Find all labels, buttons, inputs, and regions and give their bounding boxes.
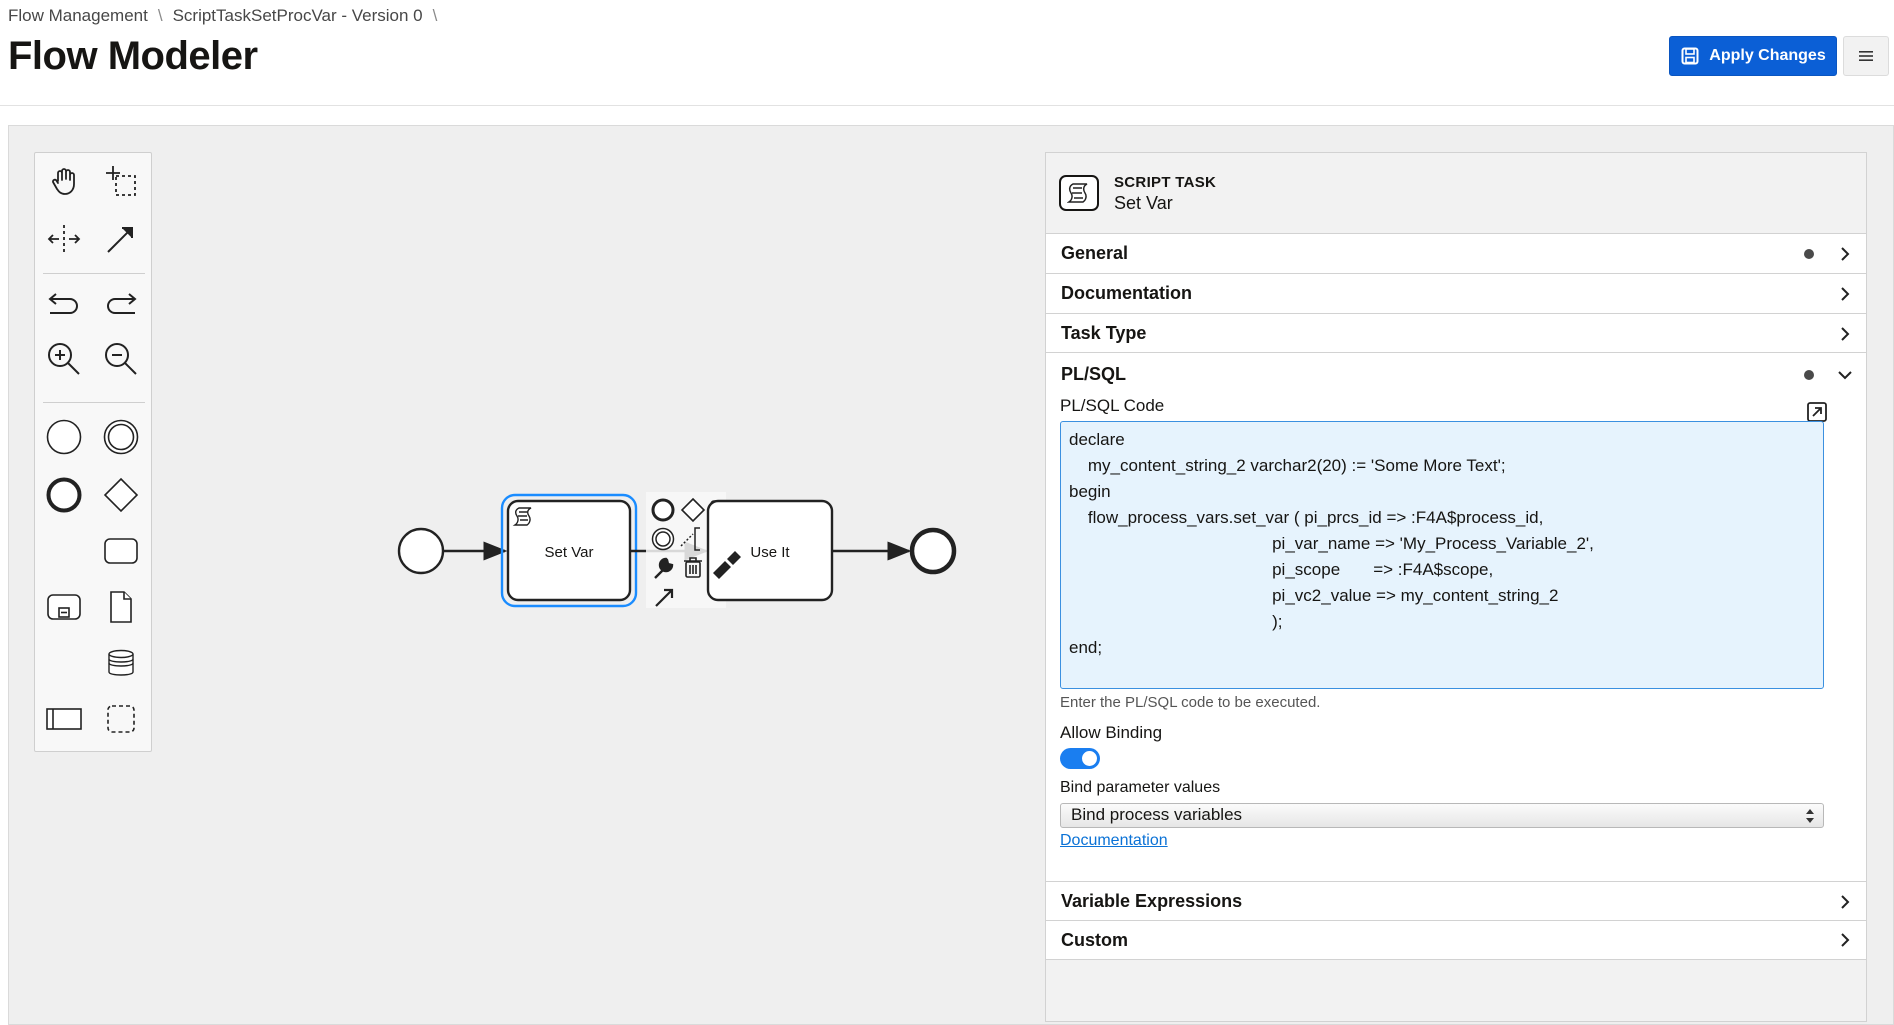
group-general-title: General xyxy=(1061,243,1129,263)
group-plsql[interactable]: PL/SQL xyxy=(1046,352,1866,396)
group-variable-expressions[interactable]: Variable Expressions xyxy=(1046,881,1866,921)
properties-header: SCRIPT TASK Set Var xyxy=(1046,153,1866,233)
task-use-it-label: Use It xyxy=(750,544,790,561)
append-end-event-icon[interactable] xyxy=(651,498,675,522)
palette-separator xyxy=(43,273,145,274)
participant-icon[interactable] xyxy=(44,699,84,739)
group-general[interactable]: General xyxy=(1046,233,1866,273)
group-custom-title: Custom xyxy=(1061,929,1128,950)
bind-params-selected-value: Bind process variables xyxy=(1071,805,1243,824)
documentation-link[interactable]: Documentation xyxy=(1060,832,1168,849)
has-entries-indicator xyxy=(1804,369,1814,380)
chevron-right-icon xyxy=(1841,894,1850,909)
breadcrumb-separator: \ xyxy=(157,6,163,25)
allow-binding-toggle[interactable] xyxy=(1060,748,1100,769)
chevron-right-icon xyxy=(1841,286,1850,301)
save-icon xyxy=(1681,47,1699,65)
data-store-icon[interactable] xyxy=(101,643,141,683)
page-header: Flow Management \ ScriptTaskSetProcVar - V… xyxy=(0,0,1894,106)
apply-changes-button[interactable]: Apply Changes xyxy=(1669,36,1837,76)
breadcrumb: Flow Management \ ScriptTaskSetProcVar - V… xyxy=(8,6,447,26)
tool-palette xyxy=(34,152,152,752)
zoom-out-icon[interactable] xyxy=(101,339,141,379)
group-icon[interactable] xyxy=(101,699,141,739)
plsql-help-text: Enter the PL/SQL code to be executed. xyxy=(1060,694,1321,711)
breadcrumb-separator: \ xyxy=(432,6,438,25)
zoom-in-icon[interactable] xyxy=(44,339,84,379)
select-arrows-icon xyxy=(1806,809,1814,823)
connect-tool-icon[interactable] xyxy=(101,219,141,259)
actions-menu-button[interactable] xyxy=(1843,36,1889,76)
group-plsql-title: PL/SQL xyxy=(1061,364,1127,384)
subprocess-icon[interactable] xyxy=(44,587,84,627)
toggle-knob xyxy=(1082,751,1097,766)
start-event[interactable] xyxy=(397,527,445,575)
script-icon xyxy=(512,507,532,526)
redo-icon[interactable] xyxy=(101,283,141,323)
connect-icon[interactable] xyxy=(655,588,674,607)
trash-icon[interactable] xyxy=(684,557,702,578)
group-documentation-title: Documentation xyxy=(1061,283,1193,303)
allow-binding-label: Allow Binding xyxy=(1060,723,1163,742)
script-task-icon xyxy=(1059,175,1099,211)
text-annotation-icon[interactable] xyxy=(680,527,700,551)
has-entries-indicator xyxy=(1804,248,1814,259)
bpmn-diagram: Set Var Use It xyxy=(397,492,957,608)
element-type: SCRIPT TASK xyxy=(1114,174,1217,191)
palette-separator xyxy=(43,402,145,403)
group-variable-expressions-title: Variable Expressions xyxy=(1061,891,1243,911)
breadcrumb-item-diagram[interactable]: ScriptTaskSetProcVar - Version 0 xyxy=(172,6,423,25)
group-task-type[interactable]: Task Type xyxy=(1046,313,1866,353)
apply-changes-label: Apply Changes xyxy=(1709,47,1826,64)
hamburger-icon xyxy=(1859,51,1873,61)
breadcrumb-item-flow-management[interactable]: Flow Management xyxy=(8,6,148,25)
start-event-icon[interactable] xyxy=(44,417,84,457)
gateway-icon[interactable] xyxy=(101,475,141,515)
group-task-type-title: Task Type xyxy=(1061,323,1147,343)
paintbrush-icon[interactable] xyxy=(713,551,741,579)
append-gateway-icon[interactable] xyxy=(680,497,706,523)
chevron-down-icon xyxy=(1838,370,1852,379)
undo-icon[interactable] xyxy=(44,283,84,323)
space-tool-icon[interactable] xyxy=(44,219,84,259)
task-icon[interactable] xyxy=(101,531,141,571)
task-set-var-label: Set Var xyxy=(545,544,594,561)
append-intermediate-event-icon[interactable] xyxy=(651,527,675,551)
bind-params-label: Bind parameter values xyxy=(1060,779,1221,796)
hand-tool-icon[interactable] xyxy=(44,161,84,201)
plsql-group-body: PL/SQL Code declare my_content_string_2 … xyxy=(1046,393,1866,883)
chevron-right-icon xyxy=(1841,246,1850,261)
lasso-tool-icon[interactable] xyxy=(101,161,141,201)
bind-params-select[interactable]: Bind process variables xyxy=(1060,803,1824,828)
element-name: Set Var xyxy=(1114,193,1173,213)
wrench-icon[interactable] xyxy=(654,557,674,579)
intermediate-event-icon[interactable] xyxy=(101,417,141,457)
chevron-right-icon xyxy=(1841,933,1850,947)
plsql-code-label: PL/SQL Code xyxy=(1060,396,1165,415)
data-object-icon[interactable] xyxy=(101,587,141,627)
group-documentation[interactable]: Documentation xyxy=(1046,273,1866,313)
group-custom[interactable]: Custom xyxy=(1046,920,1866,960)
expand-editor-icon[interactable] xyxy=(1806,401,1828,423)
end-event[interactable] xyxy=(909,527,957,575)
page-title: Flow Modeler xyxy=(8,34,258,78)
chevron-right-icon xyxy=(1841,326,1850,341)
end-event-icon[interactable] xyxy=(44,475,84,515)
properties-panel: SCRIPT TASK Set Var General Documentatio… xyxy=(1045,152,1867,1022)
plsql-code-editor[interactable]: declare my_content_string_2 varchar2(20)… xyxy=(1060,421,1824,689)
